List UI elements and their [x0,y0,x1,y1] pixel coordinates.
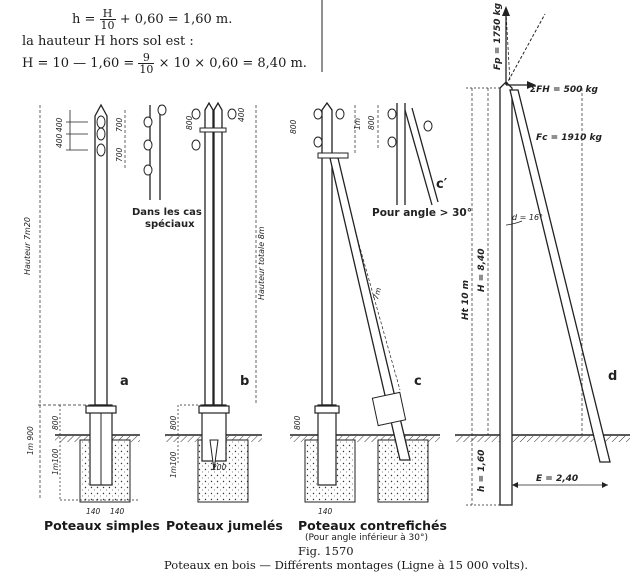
dim-1m: 1m [353,118,362,130]
force-fc: Fc = 1910 kg [536,133,602,143]
dim-700-b: 700 [115,147,124,162]
dim-800-b-top: 800 [185,115,194,130]
note-angle: Pour angle > 30° [372,207,472,219]
note-speciaux-1: Dans les cas [132,207,202,218]
label-b: b [240,374,249,389]
dim-400-a: 400 [55,117,64,132]
pole-a [38,103,140,503]
pole-c-prime [377,103,439,206]
figure-caption: Poteaux en bois — Différents montages (L… [164,558,528,572]
dim-800-cprime: 800 [367,115,376,130]
figure-number: Fig. 1570 [298,544,354,558]
eq1-den: 10 [100,19,115,32]
force-sfh: ΣFH = 500 kg [530,85,599,95]
force-fp: Fp = 1750 kg [493,2,503,70]
dim-H: H = 8,40 [477,248,487,292]
subtitle-jumeles: Poteaux jumelés [166,518,283,533]
eq1-lhs: h = [72,12,96,27]
figure-labels: a b c c′ d Dans les cas spéciaux Pour an… [23,2,617,516]
dim-800-c: 800 [293,415,302,430]
dim-hauteur-b: Hauteur totale 8m [257,226,266,300]
label-a: a [120,374,129,389]
subtitle-simples: Poteaux simples [44,518,160,533]
dim-ht: Ht 10 m [461,280,471,320]
label-d: d [608,369,617,384]
dim-800-a: 800 [51,415,60,430]
dim-hauteur-a: Hauteur 7m20 [23,217,32,275]
dim-h: h = 1,60 [477,450,487,492]
dim-1m100-a: 1m100 [51,448,60,475]
dim-7m: 7m [371,287,383,301]
dim-140-a2: 140 [110,507,125,516]
eq1-num: H [99,8,116,20]
dim-140-a1: 140 [86,507,101,516]
dim-700-a: 700 [115,117,124,132]
pole-b [177,101,257,503]
eq2-num: 9 [138,52,155,64]
pole-d-force-diagram [466,6,611,506]
eq2-lhs: H = 10 — 1,60 = [22,56,135,71]
note-speciaux-2: spéciaux [145,218,195,230]
eq1-rest: + 0,60 = 1,60 m. [119,12,233,27]
dim-1m900: 1m 900 [26,426,35,455]
line-hauteur: la hauteur H hors sol est : [22,34,194,49]
subtitle-contrefiches-note: (Pour angle inférieur à 30°) [305,533,428,543]
angle-label: d = 16° [512,213,543,222]
dim-200: 200 [212,463,227,472]
dim-400-c: 400 [237,107,246,122]
dim-E: E = 2,40 [536,474,578,484]
subtitle-contrefiches: Poteaux contrefichés [298,518,447,533]
dim-400-b: 400 [55,133,64,148]
special-case-sketch [124,104,167,200]
eq2-rest: × 10 × 0,60 = 8,40 m. [158,56,307,71]
pole-c [304,101,429,503]
dim-800-c-top: 800 [289,119,298,134]
dim-800-b: 800 [169,415,178,430]
label-c: c [414,374,422,389]
label-c-prime: c′ [436,177,448,192]
dim-140-c: 140 [318,507,333,516]
dim-1m100-b: 1m100 [169,451,178,478]
eq2-den: 10 [139,63,154,76]
